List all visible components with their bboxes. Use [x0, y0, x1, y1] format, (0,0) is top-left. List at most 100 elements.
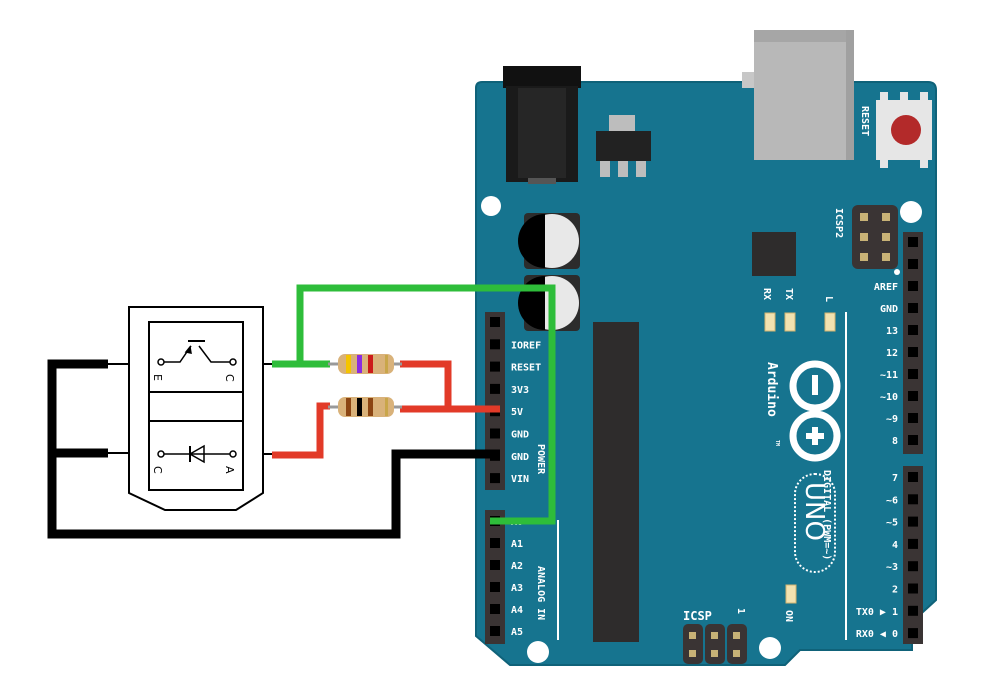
analog-pin-label: A5 — [511, 627, 523, 638]
digital-pin[interactable] — [908, 391, 918, 401]
digital-pin-label: 8 — [892, 436, 898, 447]
digital-pin-label: RX0 ◀ 0 — [856, 629, 898, 640]
transistor-pin-c: C — [223, 374, 236, 382]
digital-pin[interactable] — [908, 538, 918, 549]
on-led-label: ON — [783, 610, 794, 622]
analog-pin-label: A4 — [511, 605, 523, 616]
digital-pin-label: 2 — [892, 585, 898, 596]
digital-pin-label: ~9 — [886, 414, 898, 425]
digital-pin-label: ~10 — [880, 392, 898, 403]
atmega-chip — [593, 322, 639, 642]
digital-pin-label: 13 — [886, 326, 898, 337]
rx-led-label: RX — [761, 288, 772, 300]
on-led — [785, 584, 797, 604]
power-jack — [503, 66, 581, 184]
digital-pin[interactable] — [908, 303, 918, 313]
digital-pin[interactable] — [908, 413, 918, 423]
analog-header — [485, 510, 505, 644]
power-pin[interactable] — [490, 317, 500, 327]
l-led-label: L — [823, 296, 834, 302]
digital-pin-label: ~5 — [886, 518, 898, 529]
power-pin-label: 5V — [511, 407, 523, 418]
digital-pin[interactable] — [908, 325, 918, 335]
power-pin[interactable] — [490, 361, 500, 372]
power-pin-label: GND — [511, 430, 529, 441]
diode-pin-c: C — [151, 466, 164, 474]
digital-group-label: DIGITAL (PWM=~) — [821, 470, 832, 560]
optocoupler: E C C A — [107, 306, 272, 511]
digital-pin-label: GND — [880, 304, 898, 315]
digital-pin[interactable] — [908, 237, 918, 247]
digital-pin[interactable] — [908, 281, 918, 291]
power-pin-label: 3V3 — [511, 385, 529, 396]
capacitor — [518, 213, 580, 269]
board-name: Arduino — [764, 362, 779, 417]
digital-pin[interactable] — [908, 472, 918, 482]
tx-led — [784, 312, 796, 332]
power-pin-label: VIN — [511, 474, 529, 485]
mounting-hole — [481, 196, 501, 216]
voltage-regulator — [596, 115, 651, 177]
digital-pin-label: TX0 ▶ 1 — [856, 607, 898, 618]
wire-green-signal — [272, 284, 556, 525]
mounting-hole — [527, 641, 549, 663]
power-pin-label: IOREF — [511, 340, 541, 351]
power-pin[interactable] — [490, 339, 500, 350]
digital-pin-label: 4 — [892, 540, 898, 551]
rx-led — [764, 312, 776, 332]
analog-pin[interactable] — [490, 538, 500, 548]
analog-pin-label: A2 — [511, 561, 523, 572]
power-pin[interactable] — [490, 428, 500, 439]
digital-pin[interactable] — [908, 347, 918, 357]
resistor-r2 — [328, 397, 402, 417]
icsp2-header — [852, 205, 900, 275]
digital-pin-label: AREF — [874, 282, 898, 293]
digital-pin-label: ~6 — [886, 495, 898, 506]
l-led — [824, 312, 836, 332]
analog-group-label: ANALOG IN — [535, 566, 546, 620]
analog-pin[interactable] — [490, 626, 500, 636]
digital-pin[interactable] — [908, 605, 918, 616]
digital-pin[interactable] — [908, 561, 918, 572]
power-pin[interactable] — [490, 383, 500, 394]
arduino-board: RESET RX TX L ON ICSP2 — [475, 30, 937, 666]
mounting-hole — [759, 637, 781, 659]
mounting-hole — [900, 201, 922, 223]
digital-pin[interactable] — [908, 583, 918, 594]
icsp-header — [683, 624, 747, 664]
icsp-pin1-label: 1 — [735, 608, 746, 614]
led-diode-symbol — [157, 444, 237, 464]
digital-pin-label: 12 — [886, 348, 898, 359]
digital-pin[interactable] — [908, 516, 918, 527]
power-pin[interactable] — [490, 473, 500, 484]
icsp2-label: ICSP2 — [833, 208, 844, 238]
reset-button[interactable] — [876, 92, 932, 168]
wire-red-power — [272, 360, 500, 459]
reset-label: RESET — [859, 106, 870, 136]
resistor-r1 — [328, 354, 402, 374]
usb-chip — [752, 232, 796, 276]
analog-pin[interactable] — [490, 582, 500, 592]
analog-pin[interactable] — [490, 604, 500, 614]
tx-led-label: TX — [783, 288, 794, 300]
power-group-label: POWER — [535, 444, 546, 475]
power-pin-label: GND — [511, 452, 529, 463]
usb-connector — [742, 30, 854, 160]
digital-pin[interactable] — [908, 369, 918, 379]
analog-pin[interactable] — [490, 560, 500, 570]
digital-pin[interactable] — [908, 628, 918, 639]
wire-black-gnd — [47, 359, 500, 539]
board-outline — [475, 81, 937, 666]
arduino-logo — [789, 360, 841, 573]
digital-low-header — [903, 466, 923, 644]
digital-pin[interactable] — [908, 494, 918, 505]
digital-pin-label: 7 — [892, 473, 898, 484]
board-model: UNO — [799, 482, 829, 541]
phototransistor-symbol — [157, 340, 237, 366]
icsp-label: ICSP — [683, 609, 712, 623]
diode-pin-a: A — [223, 466, 236, 474]
digital-pin[interactable] — [908, 435, 918, 445]
digital-pin[interactable] — [908, 259, 918, 269]
power-header — [485, 312, 505, 490]
